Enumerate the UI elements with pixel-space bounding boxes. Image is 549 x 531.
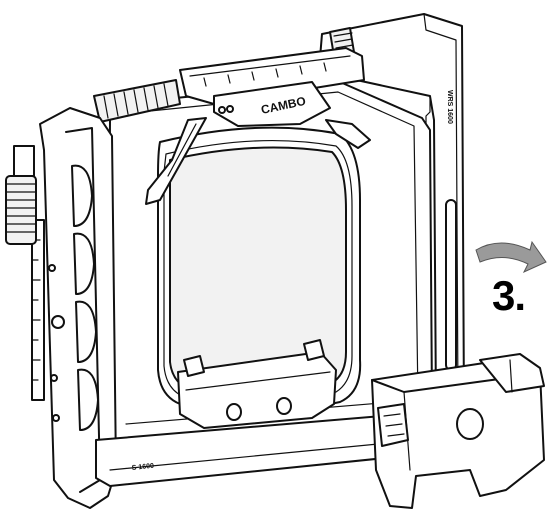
side-knob <box>5 145 37 245</box>
model-mark-bottom: S 1600 <box>131 463 154 472</box>
clamp-knob-hole <box>456 408 484 440</box>
arrow-icon <box>475 240 547 274</box>
side-scale <box>31 219 45 401</box>
step-number-label: 3. <box>492 272 526 319</box>
clamp-block <box>371 353 545 509</box>
screw-hole-right <box>276 397 292 415</box>
top-scale-plate: CAMBO <box>145 47 371 205</box>
handle-screw <box>51 315 65 329</box>
left-handle <box>31 107 117 509</box>
lens-standard <box>157 126 362 429</box>
model-mark-right: WRS 1600 <box>446 90 453 124</box>
frame-slot <box>445 199 457 371</box>
screw-hole-left <box>226 403 242 421</box>
focus-knob-top <box>93 79 181 123</box>
direction-arrow <box>475 240 547 274</box>
